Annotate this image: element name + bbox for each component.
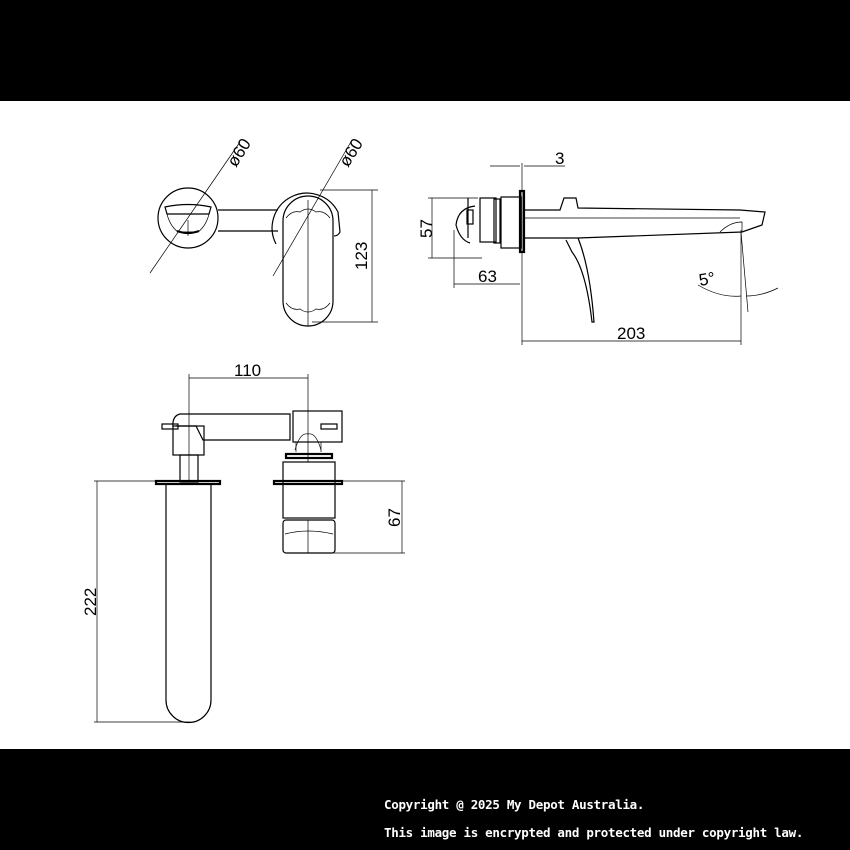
dim-spout-angle: 5° [697,268,716,290]
outlet-circle [157,187,219,249]
dim-rough-in-depth: 222 [81,588,100,616]
dim-body-depth: 63 [478,267,497,286]
front-view: ø60 ø60 123 [149,135,378,327]
dim-centres: 110 [234,361,261,380]
copyright-notice: This image is encrypted and protected un… [384,825,804,840]
dim-cartridge-depth: 67 [385,508,404,527]
side-view: 3 57 63 203 5° [417,149,779,345]
top-black-band [0,0,850,101]
drawing-canvas [0,101,850,749]
dim-mixer-diameter: ø60 [335,135,367,170]
dim-spout-reach: 203 [617,324,645,343]
dim-body-height: 57 [417,219,436,238]
top-view: 110 222 67 [81,361,405,724]
dim-mixer-height: 123 [352,242,371,270]
dim-plate-thickness: 3 [555,149,564,168]
copyright-text: Copyright @ 2025 My Depot Australia. [384,797,645,812]
dim-outlet-diameter: ø60 [223,135,255,170]
bottom-black-band [0,749,850,850]
